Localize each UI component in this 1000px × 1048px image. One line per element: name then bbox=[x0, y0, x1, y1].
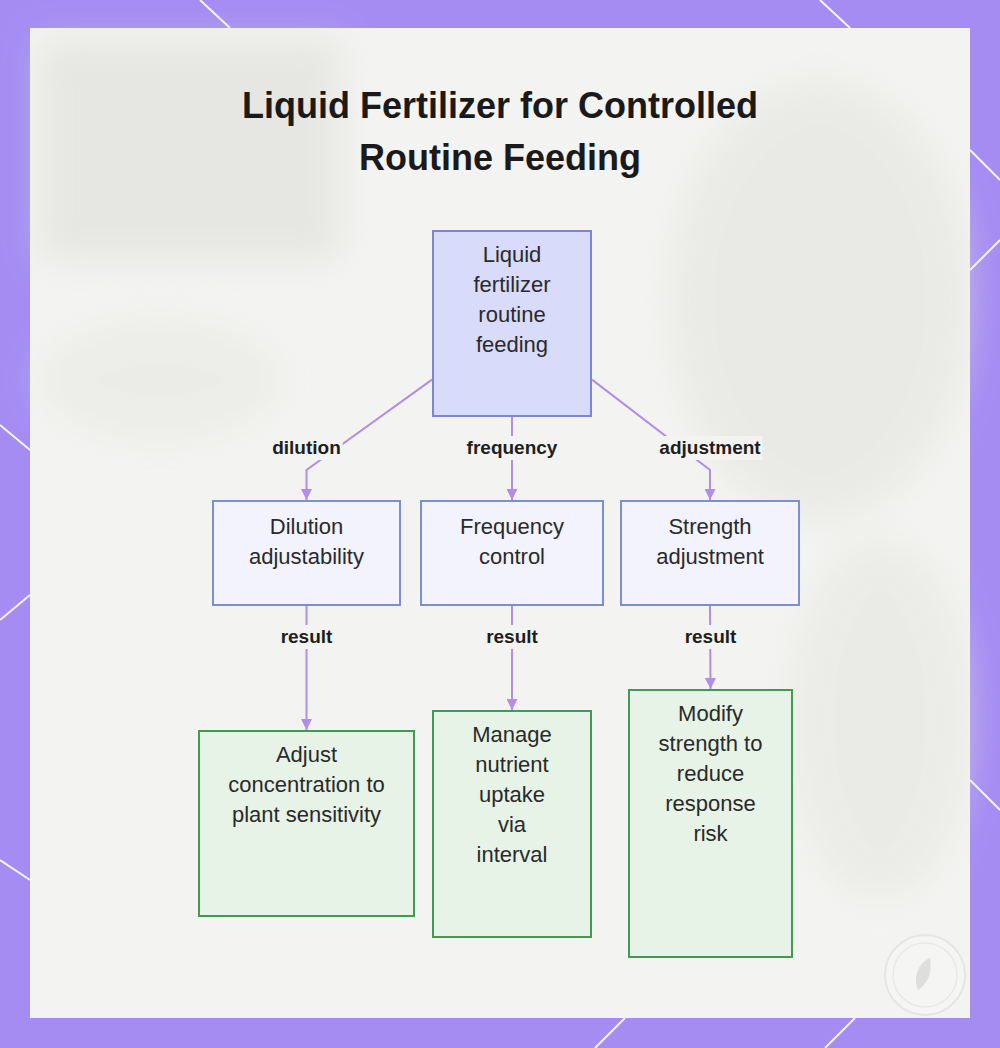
arrow-connector bbox=[511, 606, 513, 710]
canvas-area bbox=[30, 28, 970, 1018]
edge-label: result bbox=[279, 625, 335, 649]
branch-box: Frequency control bbox=[420, 500, 604, 606]
result-box: Manage nutrient uptake via interval bbox=[432, 710, 592, 938]
edge-label: result bbox=[683, 625, 739, 649]
node-label: Modify strength to reduce response risk bbox=[655, 699, 767, 849]
diagram-title: Liquid Fertilizer for Controlled Routine… bbox=[180, 80, 820, 184]
node-label: Dilution adjustability bbox=[227, 512, 387, 572]
branch-box: Dilution adjustability bbox=[212, 500, 401, 606]
node-label: Strength adjustment bbox=[635, 512, 785, 572]
edge-label: result bbox=[484, 625, 540, 649]
logo-mark bbox=[885, 935, 965, 1015]
edge-label: adjustment bbox=[657, 436, 762, 460]
edge-label: dilution bbox=[270, 436, 343, 460]
root-box: Liquid fertilizer routine feeding bbox=[432, 230, 592, 417]
edge-label: frequency bbox=[465, 436, 560, 460]
blurred-photo bbox=[40, 40, 970, 900]
result-box: Modify strength to reduce response risk bbox=[628, 689, 793, 958]
node-label: Manage nutrient uptake via interval bbox=[465, 720, 560, 870]
node-label: Frequency control bbox=[437, 512, 587, 572]
branch-box: Strength adjustment bbox=[620, 500, 800, 606]
node-label: Adjust concentration to plant sensitivit… bbox=[218, 740, 395, 830]
result-box: Adjust concentration to plant sensitivit… bbox=[198, 730, 415, 917]
node-label: Liquid fertilizer routine feeding bbox=[452, 240, 572, 360]
